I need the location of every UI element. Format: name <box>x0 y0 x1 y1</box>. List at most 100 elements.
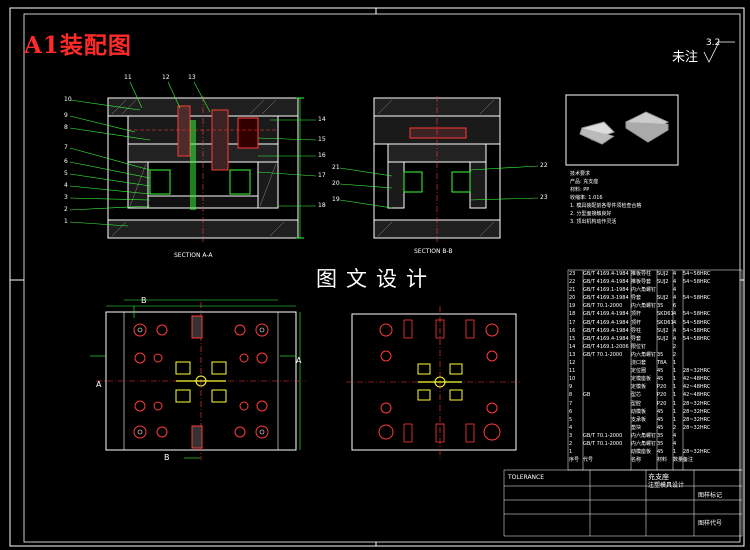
bom-cell: 1 <box>673 360 677 367</box>
bom-cell <box>683 351 733 359</box>
bom-cell: P20 <box>657 400 667 407</box>
part-number: 9 <box>64 112 68 119</box>
bom-cell: 6 <box>673 303 677 310</box>
bom-cell: 2 <box>569 440 573 447</box>
bom-cell: 4 <box>673 440 677 447</box>
bom-cell <box>683 343 733 351</box>
bom-cell: 1 <box>673 408 677 415</box>
bom-cell: 21 <box>569 287 576 294</box>
bom-cell: 14 <box>569 343 576 350</box>
bom-cell <box>583 383 631 391</box>
bom-cell <box>683 440 733 448</box>
bom-cell: 1 <box>673 449 677 456</box>
bom-cell: 代号 <box>583 457 594 464</box>
bom-cell: SKD61 <box>657 311 673 318</box>
bom-cell: 限位钉 <box>631 343 647 350</box>
bom-cell: 54~58HRC <box>683 319 711 326</box>
bom-cell: GB/T 70.1-2000 <box>583 440 623 447</box>
bom-cell: 45 <box>657 416 664 423</box>
bom-cell: 1 <box>569 449 573 456</box>
bom-cell: 垫块 <box>631 424 642 431</box>
bom-cell: GB/T 4169.3-1984 <box>583 295 629 302</box>
bom-cell: 定模板 <box>631 384 647 391</box>
part-number: 16 <box>318 152 326 159</box>
bom-cell: 内六角螺钉 <box>631 303 657 310</box>
bom-cell: 54~58HRC <box>683 335 711 342</box>
bom-cell: 28~32HRC <box>683 400 711 407</box>
part-number: 7 <box>64 144 68 151</box>
bom-cell: 7 <box>569 400 573 407</box>
bom-cell: 11 <box>569 368 576 375</box>
part-number: 1 <box>64 218 68 225</box>
bom-cell: 2 <box>673 424 677 431</box>
bom-cell: 28~32HRC <box>683 449 711 456</box>
bom-row: 序号代号名称材料数量备注 <box>569 456 746 464</box>
bom-cell: 推板导套 <box>631 279 652 286</box>
bom-cell <box>657 343 673 351</box>
bom-cell: 材料 <box>657 457 668 464</box>
bom-cell: T8A <box>657 360 667 367</box>
bom-cell: 1 <box>673 384 677 391</box>
bom-cell: 54~58HRC <box>683 311 711 318</box>
bom-cell: 动模座板 <box>631 449 652 456</box>
bom-cell: 54~58HRC <box>683 295 711 302</box>
bom-cell: GB/T 70.1-2000 <box>583 303 623 310</box>
cut-label: A <box>96 380 102 389</box>
bom-cell: 内六角螺钉 <box>631 351 657 358</box>
bom-cell: 4 <box>673 327 677 334</box>
bom-cell: 42~48HRC <box>683 376 711 383</box>
bom-cell: 19 <box>569 303 576 310</box>
bom-cell: 内六角螺钉 <box>631 440 657 447</box>
tolerance-label: TOLERANCE <box>508 474 545 481</box>
product-image <box>565 94 679 166</box>
bom-cell: GB/T 4169.4-1984 <box>583 319 629 326</box>
bom-cell: GB/T 4169.4-1984 <box>583 279 629 286</box>
drawing-name: 注塑模具设计 <box>648 482 685 489</box>
bom-cell: 15 <box>569 335 576 342</box>
tech-line: 收缩率: 1.016 <box>570 195 603 201</box>
bom-cell <box>683 432 733 440</box>
bom-cell: GB/T 4169.1-1984 <box>583 287 629 294</box>
bom-cell: 22 <box>569 279 576 286</box>
bom-cell: 28~32HRC <box>683 424 711 431</box>
bom-cell <box>583 424 631 432</box>
part-number: 17 <box>318 172 326 179</box>
part-number: 22 <box>540 162 548 169</box>
bom-cell: 17 <box>569 319 576 326</box>
bom-cell: 顶杆 <box>631 319 642 326</box>
bom-cell: 序号 <box>569 457 580 464</box>
title-block-label1: 图样标记 <box>698 492 723 499</box>
part-number: 23 <box>540 194 548 201</box>
part-number: 11 <box>124 74 132 81</box>
bom-cell: P20 <box>657 384 667 391</box>
tech-line: 产品: 充支座 <box>570 179 599 185</box>
bom-cell: 45 <box>657 368 664 375</box>
part-number: 14 <box>318 116 326 123</box>
bom-cell: 16 <box>569 327 576 334</box>
bom-cell <box>683 302 733 310</box>
bom-cell: 42~48HRC <box>683 384 711 391</box>
tech-line: 1. 模具装配前各零件须检查合格 <box>570 203 642 209</box>
bom-cell: SUJ2 <box>657 271 669 277</box>
bom-cell: 4 <box>673 295 677 302</box>
roughness-symbol <box>703 41 735 63</box>
section-label-left: SECTION A-A <box>174 252 213 259</box>
bom-cell: 内六角螺钉 <box>631 432 657 439</box>
bom-cell: 18 <box>569 311 576 318</box>
bom-cell: 4 <box>569 424 573 431</box>
bom-cell: 35 <box>657 351 664 358</box>
bom-cell: 45 <box>657 376 664 383</box>
